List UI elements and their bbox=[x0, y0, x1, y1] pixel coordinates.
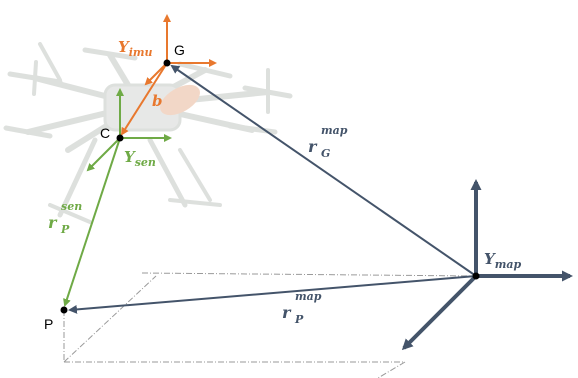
vector-r-P-map bbox=[68, 275, 477, 314]
drone-image bbox=[3, 42, 293, 224]
label-G: G bbox=[174, 42, 185, 58]
svg-text:P: P bbox=[294, 313, 304, 326]
svg-text:map: map bbox=[295, 290, 322, 303]
label-frame-imu: Υimu bbox=[118, 38, 153, 59]
vector-b bbox=[120, 62, 168, 136]
svg-text:r: r bbox=[48, 213, 58, 232]
label-r-P-map: r map P bbox=[282, 290, 322, 326]
point-G bbox=[163, 59, 171, 67]
map-frame-axes bbox=[401, 179, 573, 351]
label-P: P bbox=[44, 316, 53, 332]
svg-text:sen: sen bbox=[61, 200, 82, 213]
map-axis-diagonal bbox=[401, 274, 478, 351]
label-frame-map: Υmap bbox=[484, 250, 521, 271]
svg-text:r: r bbox=[308, 137, 318, 156]
svg-text:r: r bbox=[282, 303, 292, 322]
vector-r-G-map bbox=[170, 64, 477, 277]
sensor-frame-axes bbox=[86, 88, 172, 172]
point-C bbox=[116, 134, 124, 142]
projection-guides bbox=[63, 272, 477, 378]
label-C: C bbox=[100, 125, 110, 141]
point-P bbox=[60, 306, 68, 314]
imu-frame-axes bbox=[144, 14, 217, 86]
label-r-P-sen: r sen P bbox=[48, 200, 82, 236]
label-frame-sen: Υsen bbox=[124, 148, 156, 169]
sensor-axis-diagonal bbox=[86, 137, 121, 172]
imu-axis-diagonal bbox=[144, 62, 168, 86]
svg-text:G: G bbox=[321, 147, 330, 160]
point-map-origin bbox=[472, 272, 480, 280]
label-vector-b: b bbox=[152, 92, 163, 110]
svg-text:map: map bbox=[321, 124, 348, 137]
vector-r-P-sen bbox=[63, 137, 121, 307]
svg-text:P: P bbox=[60, 223, 70, 236]
label-r-G-map: r map G bbox=[308, 124, 348, 160]
